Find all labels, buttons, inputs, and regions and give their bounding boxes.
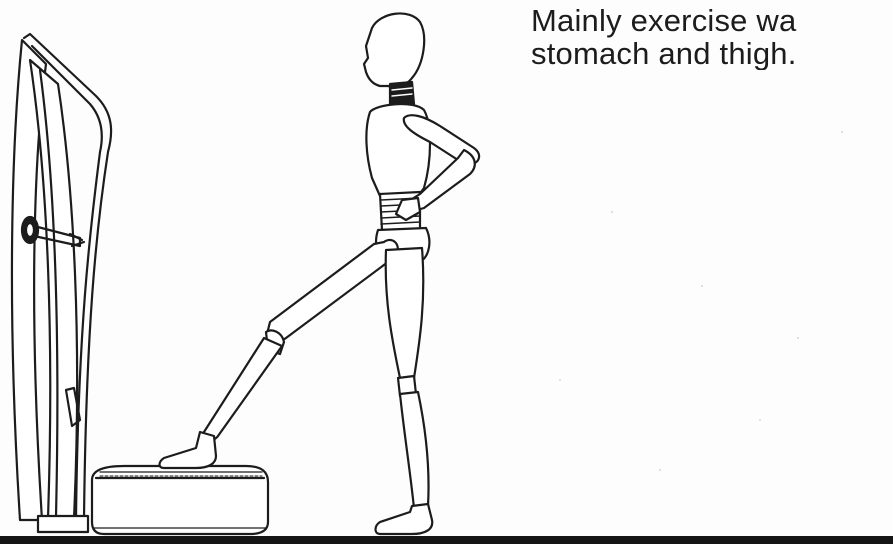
machine-column xyxy=(12,34,111,532)
caption-line-1: Mainly exercise wa xyxy=(531,4,893,37)
caption-line-2: stomach and thigh. xyxy=(531,37,893,70)
vibration-platform xyxy=(92,466,268,534)
floor-line xyxy=(0,536,893,544)
exercise-caption: Mainly exercise wa stomach and thigh. xyxy=(531,4,893,70)
mannequin-figure xyxy=(160,13,480,534)
paper-texture xyxy=(559,131,843,471)
